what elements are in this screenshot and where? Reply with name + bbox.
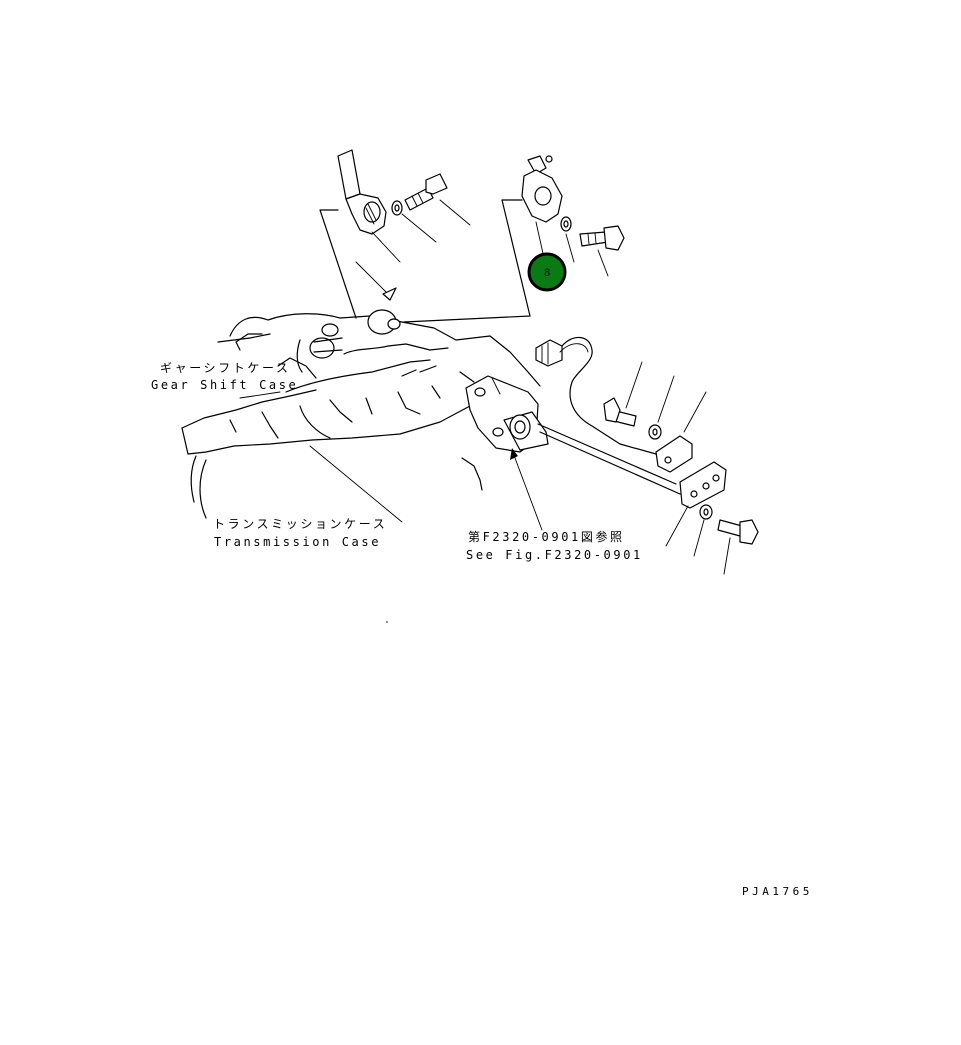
transmission-case [181,371,483,519]
cotter-pin [355,261,397,301]
label-gear-shift-case-en: Gear Shift Case [151,378,298,392]
shift-lever-right [521,155,563,223]
washer-left [391,200,403,216]
sensor-connector [535,336,657,455]
label-see-fig-en: See Fig.F2320-0901 [466,548,643,562]
bolt-left [404,173,448,211]
washer-bottom [699,504,713,520]
see-fig-arrow [510,448,543,531]
label-transmission-case-en: Transmission Case [214,535,381,549]
bolt-bottom [717,519,759,545]
drawing-code: PJA1765 [742,885,813,898]
bolt-lower-left [603,397,637,427]
callout-8-circle[interactable] [527,252,567,292]
gear-shift-case [217,309,541,393]
washer-lower [648,424,662,440]
label-see-fig-jp: 第F2320-0901図参照 [468,529,625,544]
callout-8-number: 8 [544,267,550,279]
sensor-mount-bracket [655,435,727,509]
washer-right [560,216,572,232]
shift-lever-left [337,149,387,235]
callout-8[interactable]: 8 [527,252,567,292]
label-gear-shift-case-jp: ギャーシフトケース [160,361,291,375]
bolt-right [579,225,625,251]
shaft-bracket [465,375,549,453]
label-transmission-case-jp: トランスミッションケース [213,517,387,531]
